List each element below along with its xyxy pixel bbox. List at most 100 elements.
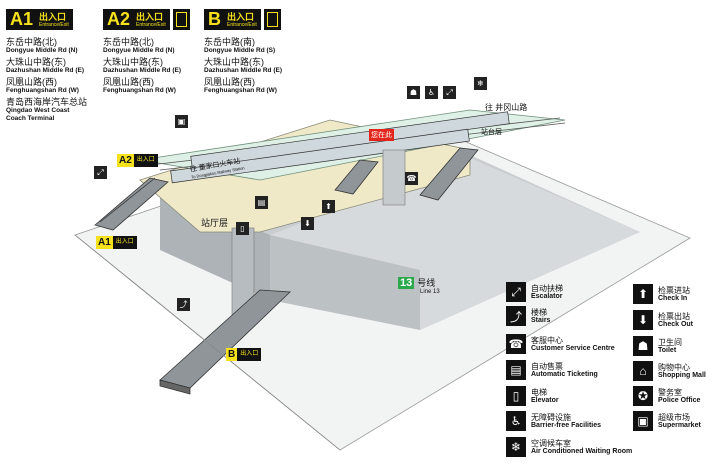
legend-cn: 楼梯 [531, 307, 547, 317]
diagram-exit-b: B 出入口 [226, 348, 262, 361]
legend-en: Elevator [531, 396, 559, 404]
dest-cn: 大珠山中路(东) [103, 57, 163, 67]
stairs-icon: ⤴ [177, 298, 190, 311]
concourse-level-label: 站厅层 [201, 218, 229, 228]
exit-label-en: Entrance/Exit [136, 21, 166, 28]
legend-cn: 卫生间 [658, 337, 682, 347]
supermarket-icon: ▣ [175, 115, 188, 128]
dest-en: Fenghuangshan Rd (W) [204, 87, 277, 94]
check-in-icon: ⬆ [322, 200, 335, 213]
ticket-machine-icon: ▤ [255, 196, 268, 209]
legend-en: Stairs [531, 316, 551, 324]
dest-cn: 青岛西海岸汽车总站 [6, 97, 88, 107]
stairs-icon: ⤴ [506, 306, 526, 326]
dest-cn: 东岳中路(北) [6, 37, 57, 47]
legend-en: Air Conditioned Waiting Room [531, 447, 633, 455]
dest-cn: 大珠山中路(东) [6, 57, 66, 67]
line-13-cn: 号线 [417, 278, 436, 288]
wheelchair-icon: ♿ [425, 86, 438, 99]
dest-en: Dazhushan Middle Rd (E) [103, 67, 181, 74]
legend-en: Automatic Ticketing [531, 370, 598, 378]
supermarket-icon: ▣ [633, 411, 653, 431]
legend-cn: 购物中心 [658, 362, 690, 372]
trench-wall-front [270, 235, 420, 330]
direction-right-label: 往 井冈山路 [485, 103, 528, 112]
wheelchair-icon: ♿ [506, 411, 526, 431]
diagram-exit-code: B [226, 348, 238, 361]
police-icon: ✪ [633, 386, 653, 406]
customer-service-icon: ☎ [405, 172, 418, 185]
toilet-icon: ☗ [633, 336, 653, 356]
legend-en: Check In [658, 294, 688, 302]
exit-label-en: Entrance/Exit [227, 21, 257, 28]
you-are-here-label: 您在此 [369, 129, 394, 141]
exit-label-en: Entrance/Exit [39, 21, 69, 28]
legend-cn: 客服中心 [531, 335, 563, 345]
exit-code: A1 [6, 9, 38, 30]
exit-a1-destinations: 东岳中路(北) Dongyue Middle Rd (N) 大珠山中路(东) D… [6, 37, 87, 125]
diagram-exit-a1: A1 出入口 [96, 236, 137, 249]
elevator-icon: ▯ [236, 222, 249, 235]
ticket-machine-icon: ▤ [506, 360, 526, 380]
legend-cn: 自动扶梯 [531, 283, 563, 293]
elevator-icon [263, 9, 281, 30]
escalator-icon: ⤢ [443, 86, 456, 99]
legend-en: Barrier-free Facilities [531, 421, 602, 429]
exit-b-destinations: 东岳中路(南) Dongyue Middle Rd (S) 大珠山中路(东) D… [204, 37, 282, 97]
legend-cn: 检票出站 [658, 311, 690, 321]
exit-code: A2 [103, 9, 135, 30]
dest-en: Fenghuangshan Rd (W) [6, 87, 79, 94]
check-out-icon: ⬇ [301, 217, 314, 230]
exit-label-cn: 出入口 [136, 11, 164, 22]
line-13-en: Line 13 [420, 289, 440, 295]
dest-en: Dongyue Middle Rd (S) [204, 47, 276, 54]
legend-en: Shopping Mall [658, 371, 706, 379]
legend-cn: 无障碍设施 [531, 412, 571, 422]
customer-service-icon: ☎ [506, 334, 526, 354]
platform-level-label: 站台层 [481, 129, 502, 136]
exit-a2-destinations: 东岳中路(北) Dongyue Middle Rd (N) 大珠山中路(东) D… [103, 37, 181, 97]
exit-code: B [204, 9, 225, 30]
legend-en: Police Office [658, 396, 701, 404]
dest-en: Dongyue Middle Rd (N) [103, 47, 175, 54]
you-are-here-marker: 您在此 [369, 129, 394, 141]
check-in-icon: ⬆ [633, 284, 653, 304]
elevator-icon: ▯ [506, 386, 526, 406]
legend-cn: 自动售票 [531, 361, 563, 371]
pillar [382, 149, 406, 206]
dest-en: Fenghuangshan Rd (W) [103, 87, 176, 94]
exit-label-cn: 出入口 [39, 11, 67, 22]
dest-en: Dazhushan Middle Rd (E) [6, 67, 84, 74]
diagram-exit-code: A1 [96, 236, 113, 249]
legend-en: Check Out [658, 320, 694, 328]
escalator-b [159, 289, 291, 395]
dest-cn: 凤凰山路(西) [204, 77, 255, 87]
diagram-exit-cn: 出入口 [240, 351, 259, 357]
train-front [170, 128, 470, 184]
legend-cn: 空调候车室 [531, 438, 571, 448]
dest-en: Dongyue Middle Rd (N) [6, 47, 78, 54]
legend-en: Escalator [531, 292, 563, 300]
dest-cn: 大珠山中路(东) [204, 57, 264, 67]
diagram-exit-code: A2 [117, 154, 134, 167]
line-13-number: 13 [398, 276, 415, 289]
check-out-icon: ⬇ [633, 310, 653, 330]
legend-en: Customer Service Centre [531, 344, 615, 352]
dest-cn: 凤凰山路(西) [103, 77, 154, 87]
escalator-a1 [94, 177, 169, 231]
toilet-icon: ☗ [407, 86, 420, 99]
legend-cn: 检票进站 [658, 285, 690, 295]
